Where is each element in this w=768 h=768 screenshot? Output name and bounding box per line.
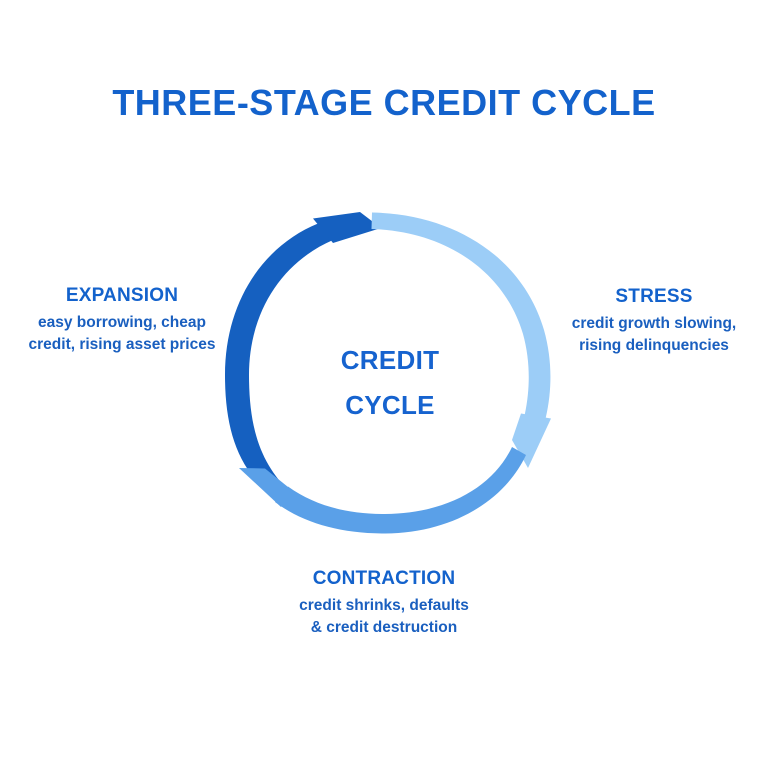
stage-description-expansion-line2: credit, rising asset prices [28, 335, 216, 353]
stage-description-stress: credit growth slowing, rising delinquenc… [548, 313, 760, 357]
stage-description-stress-line2: rising delinquencies [579, 336, 729, 354]
stage-label-contraction: CONTRACTION credit shrinks, defaults & c… [268, 568, 500, 639]
stage-description-contraction: credit shrinks, defaults & credit destru… [268, 595, 500, 639]
stage-description-expansion: easy borrowing, cheap credit, rising ass… [8, 312, 236, 356]
stage-description-stress-line1: credit growth slowing, [571, 314, 737, 332]
stage-heading-contraction: CONTRACTION [312, 568, 456, 589]
stage-description-contraction-line1: credit shrinks, defaults [299, 596, 469, 614]
center-label-line1: CREDIT [340, 345, 440, 375]
arc-segment-contraction [239, 447, 526, 534]
center-label-line2: CYCLE [345, 389, 435, 420]
stage-label-expansion: EXPANSION easy borrowing, cheap credit, … [8, 285, 236, 356]
stage-description-expansion-line1: easy borrowing, cheap [38, 313, 206, 331]
stage-label-stress: STRESS credit growth slowing, rising del… [548, 286, 760, 357]
stage-description-contraction-line2: & credit destruction [310, 618, 458, 636]
stage-heading-expansion: EXPANSION [65, 285, 179, 306]
center-label: CREDIT CYCLE [290, 338, 490, 427]
stage-heading-stress: STRESS [615, 286, 693, 307]
page-title: THREE-STAGE CREDIT CYCLE [112, 82, 656, 123]
arc-segment-expansion [225, 212, 381, 500]
